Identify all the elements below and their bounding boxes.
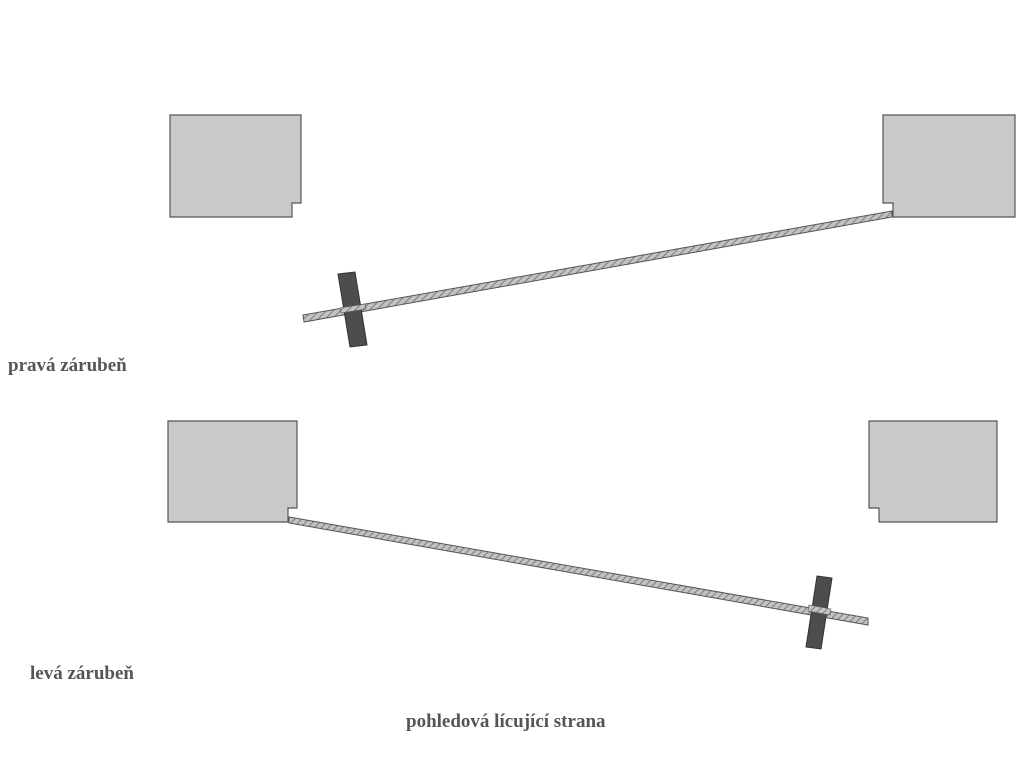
door-leaf-bottom <box>288 516 869 626</box>
frame-jamb-bottom-left <box>167 420 298 523</box>
visible-side-caption: pohledová lícující strana <box>406 711 606 732</box>
frame-jamb-top-left <box>169 114 302 218</box>
door-leaf-bottom-overlay <box>807 604 832 616</box>
left-frame-diagram <box>167 420 998 650</box>
right-frame-diagram <box>169 114 1016 348</box>
left-frame-label: levá zárubeň <box>30 663 134 684</box>
frame-jamb-bottom-right <box>868 420 998 523</box>
door-leaf-top <box>302 210 893 323</box>
right-frame-label: pravá zárubeň <box>8 355 127 376</box>
door-leaf-top-overlay <box>339 303 367 314</box>
frame-jamb-top-right <box>882 114 1016 218</box>
